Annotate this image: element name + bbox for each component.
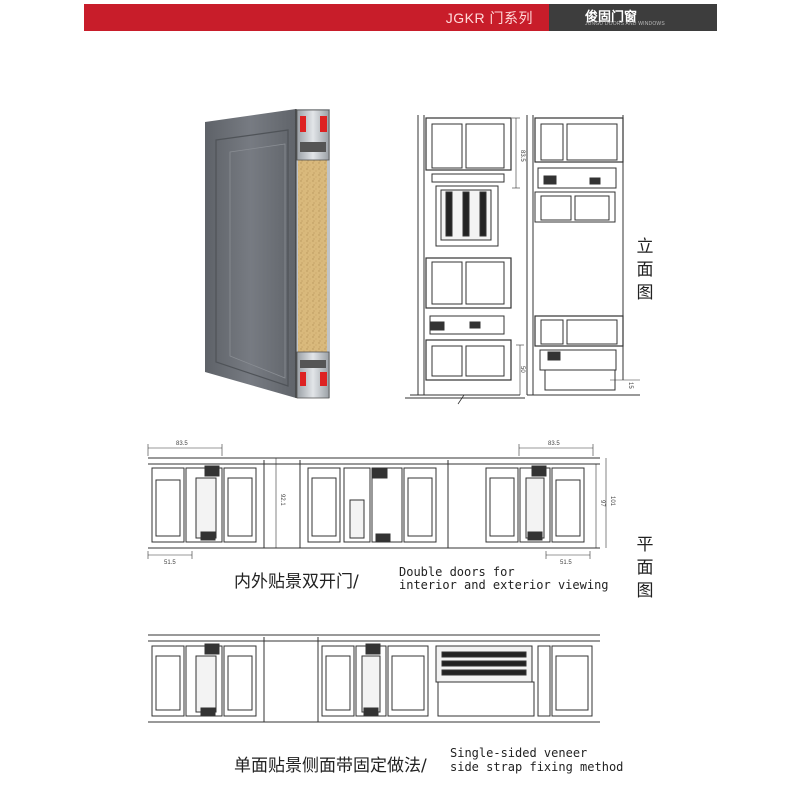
- caption-single-zh: 单面贴景侧面带固定做法/: [234, 756, 427, 776]
- caption-single-en-2: side strap fixing method: [450, 760, 624, 774]
- brand-name: 俊固门窗: [585, 10, 638, 25]
- dim-plan-right-a: 97: [599, 500, 605, 507]
- series-banner: JGKR 门系列: [84, 4, 549, 31]
- dim-plan-left-bottom: 51.5: [164, 560, 176, 566]
- door-3d-section: [205, 109, 330, 399]
- dim-plan-left-top: 83.5: [176, 441, 188, 447]
- series-title: JGKR 门系列: [445, 10, 533, 26]
- door-panel-face: [205, 109, 296, 398]
- header-bar: JGKR 门系列 俊固门窗 JUNGU DOORS AND WINDOWS: [84, 4, 717, 31]
- dim-plan-right-bottom: 51.5: [560, 560, 572, 566]
- plan-drawing-double: [147, 444, 607, 559]
- dim-plan-right-b: 101: [609, 496, 615, 507]
- plan-drawing-single: [148, 634, 600, 723]
- dim-plan-right-top: 83.5: [548, 441, 560, 447]
- dim-plan-center: 92.1: [279, 494, 285, 506]
- caption-single-en-1: Single-sided veneer: [450, 746, 588, 760]
- dim-elev-top: 83.5: [519, 150, 525, 162]
- caption-double-en-2: interior and exterior viewing: [399, 578, 609, 592]
- elevation-drawing: [405, 115, 640, 399]
- brand-subtitle: JUNGU DOORS AND WINDOWS: [585, 21, 665, 27]
- caption-double-en-1: Double doors for: [399, 565, 515, 579]
- caption-double-zh: 内外贴景双开门/: [234, 572, 359, 592]
- plan-label: 平面图: [636, 535, 654, 601]
- door-insulation-core: [298, 160, 327, 352]
- brand-banner: 俊固门窗 JUNGU DOORS AND WINDOWS: [549, 4, 717, 31]
- dim-elev-bottom: 50: [519, 366, 525, 373]
- elevation-label: 立面图: [636, 237, 654, 303]
- dim-elev-small: 15: [627, 382, 633, 389]
- door-panel-inset: [215, 129, 289, 387]
